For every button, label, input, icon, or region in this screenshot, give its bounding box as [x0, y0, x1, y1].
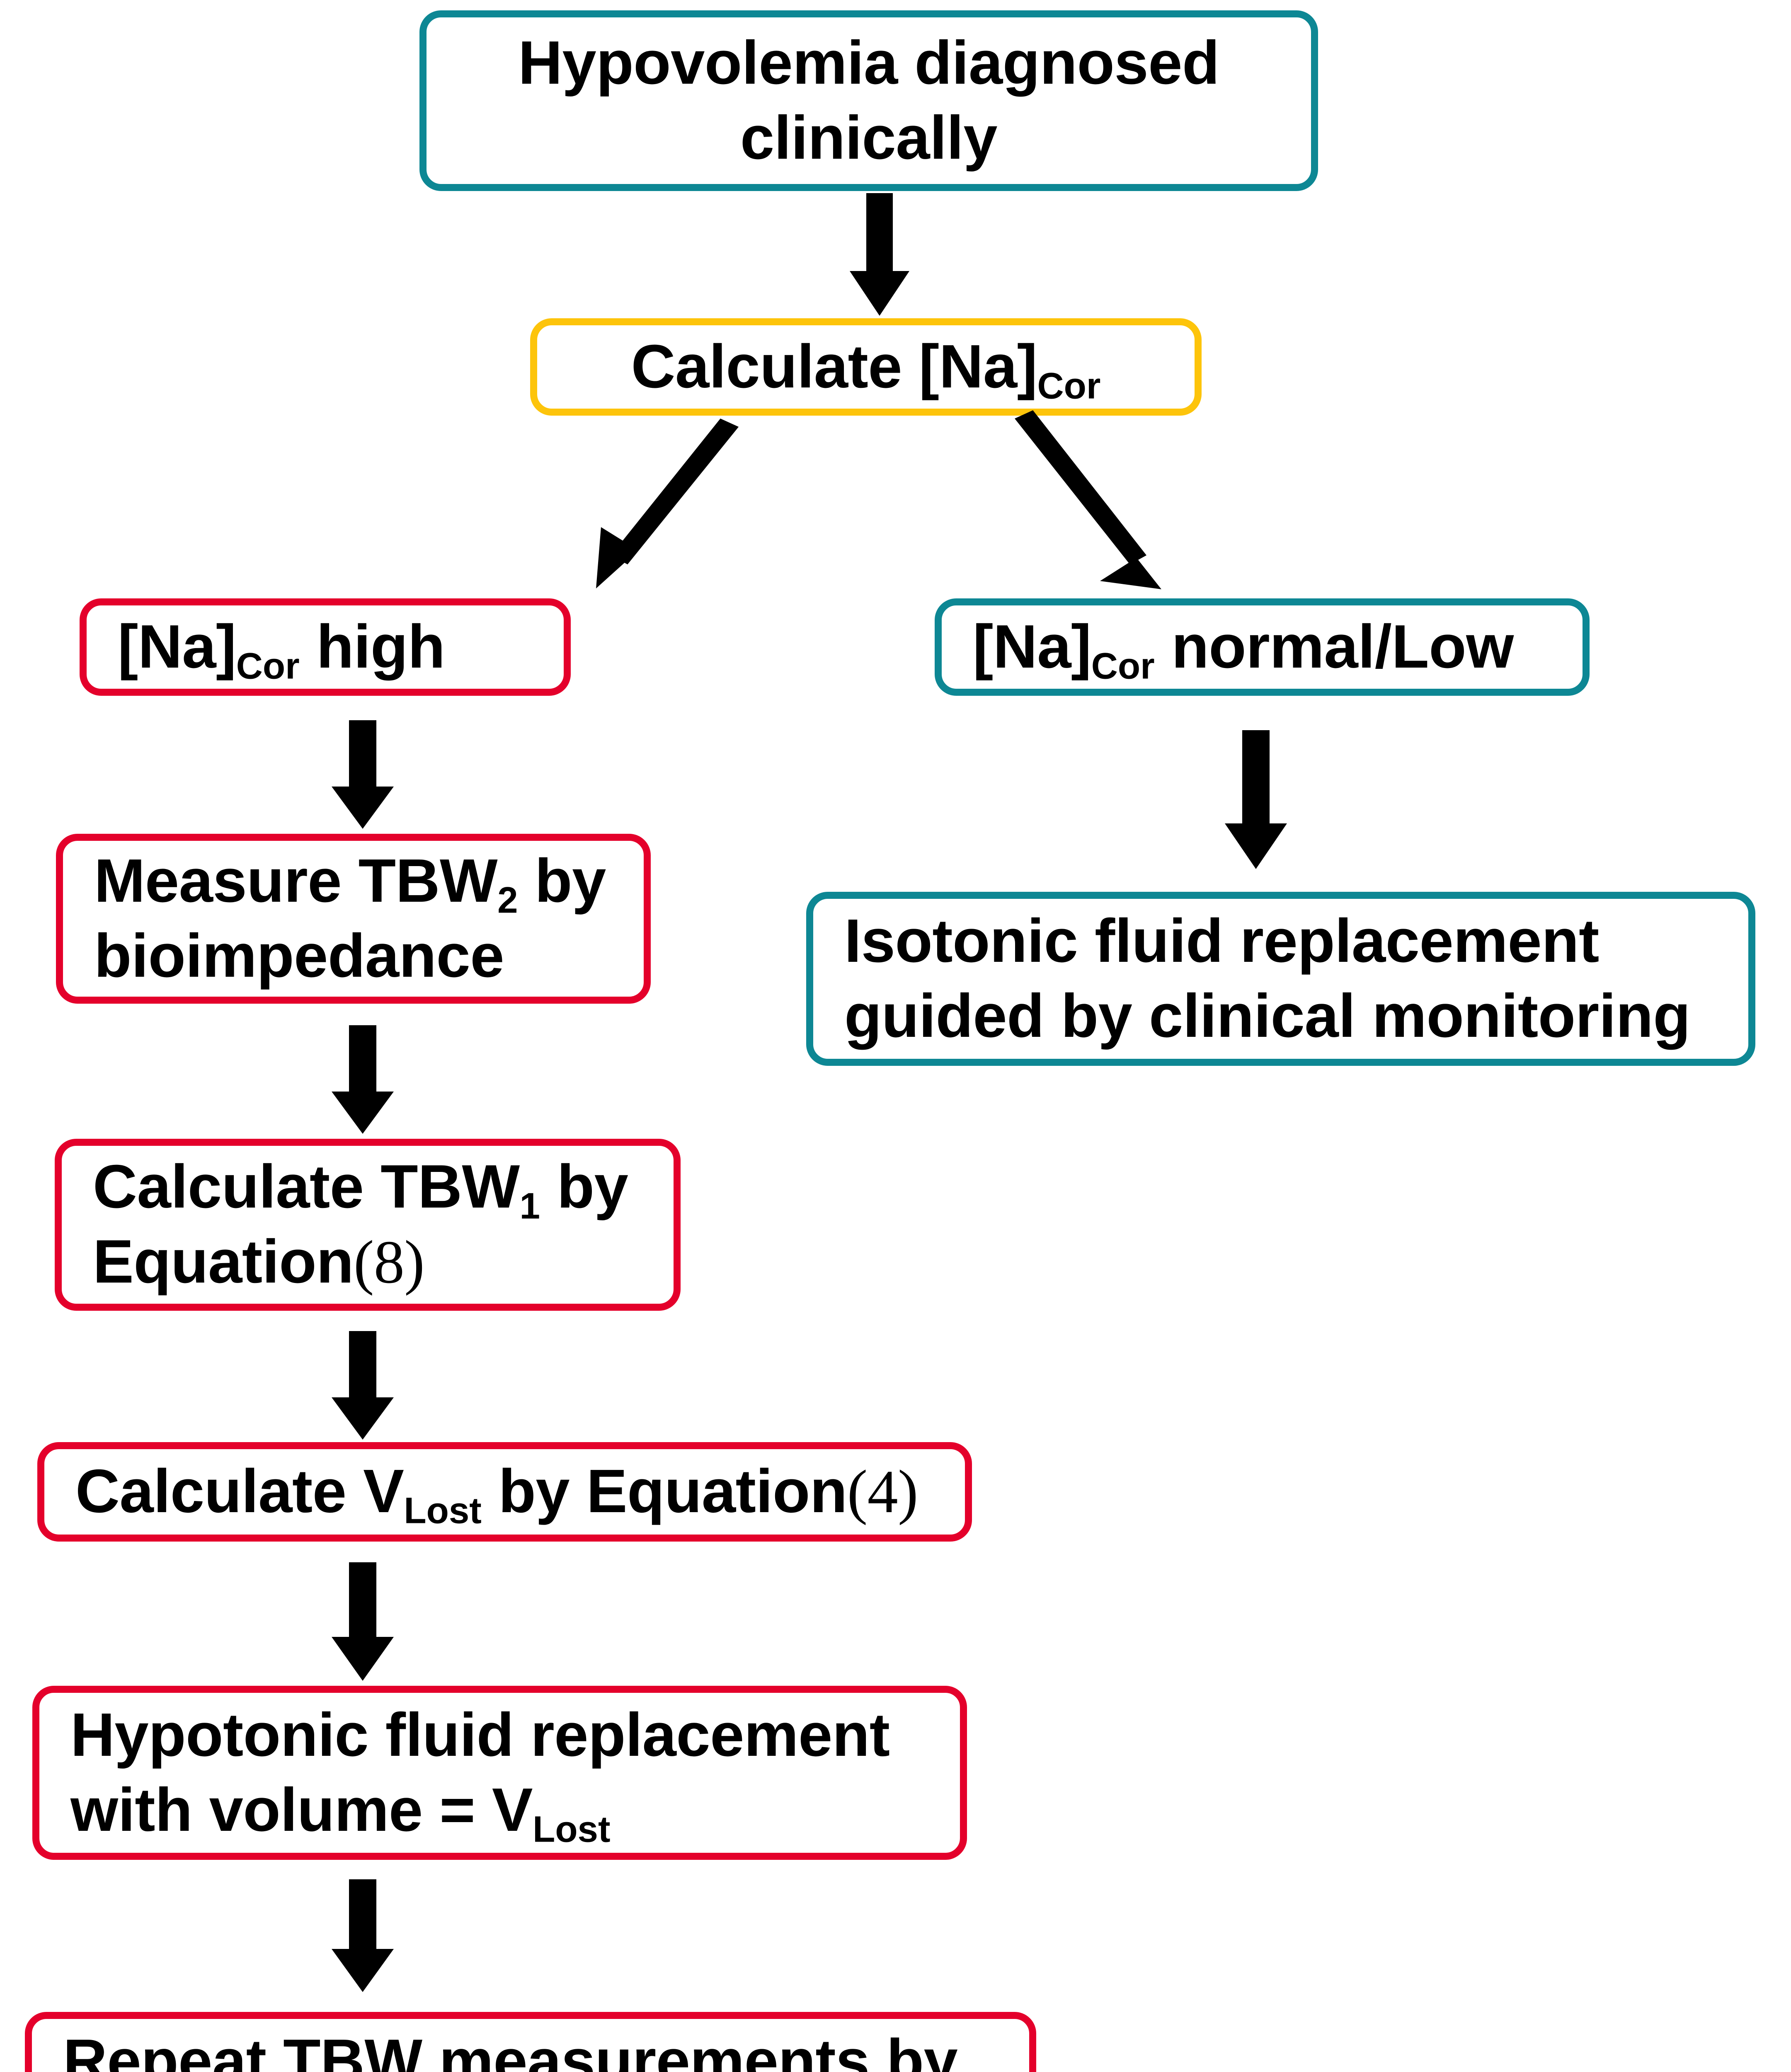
edge-calcvlost-to-hypotonic [332, 1562, 394, 1681]
node-calculate-vlost-label: Calculate VLost by Equation(4) [75, 1457, 919, 1531]
node-na-cor-high[interactable]: [Na]Cor high [80, 598, 571, 696]
edge-calctbw1-to-calcvlost [332, 1331, 394, 1440]
node-repeat-tbw-measurements-label: Repeat TBW measurements bybioimpedance. … [63, 2027, 958, 2072]
edge-hypotonic-to-repeat [332, 1879, 394, 1992]
node-repeat-tbw-measurements[interactable]: Repeat TBW measurements bybioimpedance. … [25, 2012, 1036, 2072]
node-calculate-vlost[interactable]: Calculate VLost by Equation(4) [37, 1442, 972, 1542]
node-na-cor-normal-low[interactable]: [Na]Cor normal/Low [935, 598, 1590, 696]
edge-calcna-to-normallow-left [596, 419, 739, 588]
edge-calcna-to-normallow-right [1015, 410, 1161, 589]
edge-normallow-to-isotonic [1225, 730, 1287, 869]
edge-diagnosed-to-calcna [850, 193, 909, 316]
node-na-cor-normal-low-label: [Na]Cor normal/Low [973, 612, 1514, 687]
edge-high-to-measure [332, 720, 394, 829]
node-calculate-na-cor[interactable]: Calculate [Na]Cor [530, 318, 1202, 416]
equation-reference-8: (8) [354, 1228, 425, 1296]
edge-measure-to-calctbw1 [332, 1025, 394, 1134]
node-na-cor-high-label: [Na]Cor high [118, 612, 445, 687]
equation-reference-4: (4) [847, 1458, 919, 1526]
node-calculate-na-cor-label: Calculate [Na]Cor [631, 332, 1101, 407]
